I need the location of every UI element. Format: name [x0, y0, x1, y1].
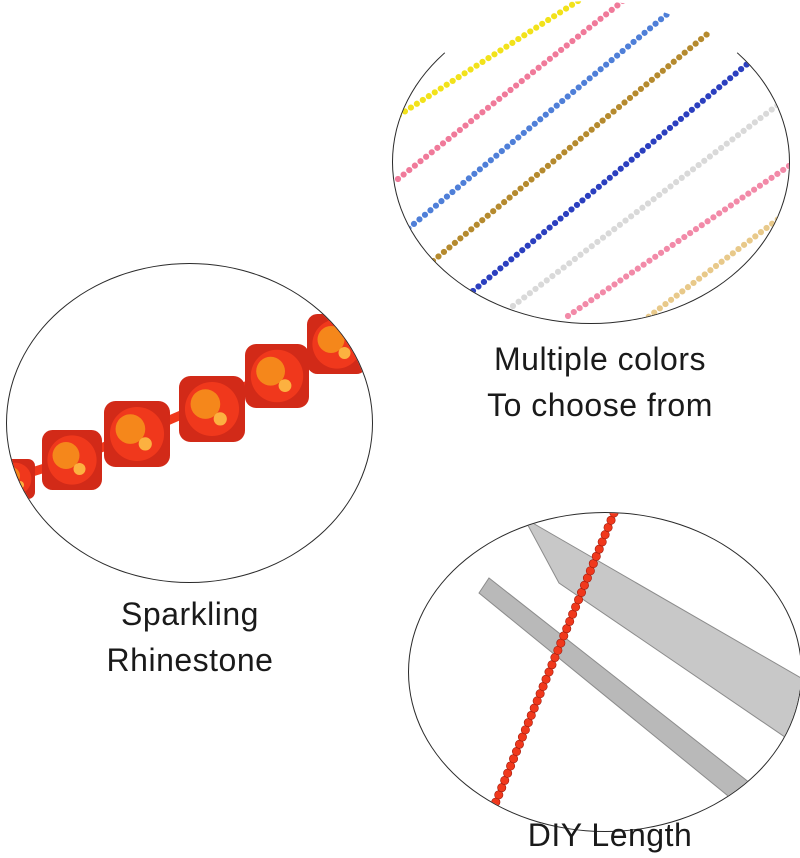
multiple-colors-line-2: To choose from	[487, 387, 713, 423]
chain-7	[564, 162, 789, 320]
sparkling-rhinestone-image	[6, 263, 373, 583]
chain-2	[394, 1, 627, 183]
sparkling-rhinestone-caption: Sparkling Rhinestone	[60, 591, 320, 683]
rhinestone-1	[7, 459, 35, 499]
sparkling-rhinestone-line-1: Sparkling	[121, 596, 259, 632]
chain-5	[469, 47, 767, 295]
diy-length-text: DIY Length	[527, 817, 693, 853]
rhinestone-5	[245, 344, 309, 408]
scissors-cutting-chain-illustration	[478, 513, 800, 831]
scissor-blade-upper	[522, 516, 800, 748]
red-chain	[479, 513, 619, 831]
diy-length-caption: DIY Length	[470, 812, 750, 858]
colored-chains-illustration	[393, 1, 789, 323]
rhinestone-4	[179, 376, 245, 442]
diy-length-image	[408, 512, 800, 832]
chain-8	[639, 207, 789, 323]
rhinestone-7	[349, 304, 372, 340]
chain-6	[509, 97, 787, 310]
multiple-colors-caption: Multiple colors To choose from	[440, 336, 760, 428]
chain-4	[429, 17, 727, 265]
scissor-blade-lower	[478, 577, 770, 814]
multiple-colors-line-1: Multiple colors	[493, 341, 706, 377]
chain-1	[393, 1, 582, 123]
chain-3	[399, 1, 687, 237]
multiple-colors-image	[392, 0, 790, 324]
rhinestone-3	[104, 401, 170, 467]
sparkling-rhinestone-line-2: Rhinestone	[106, 642, 274, 678]
rhinestone-2	[42, 430, 102, 490]
rhinestone-closeup-illustration	[7, 304, 372, 499]
